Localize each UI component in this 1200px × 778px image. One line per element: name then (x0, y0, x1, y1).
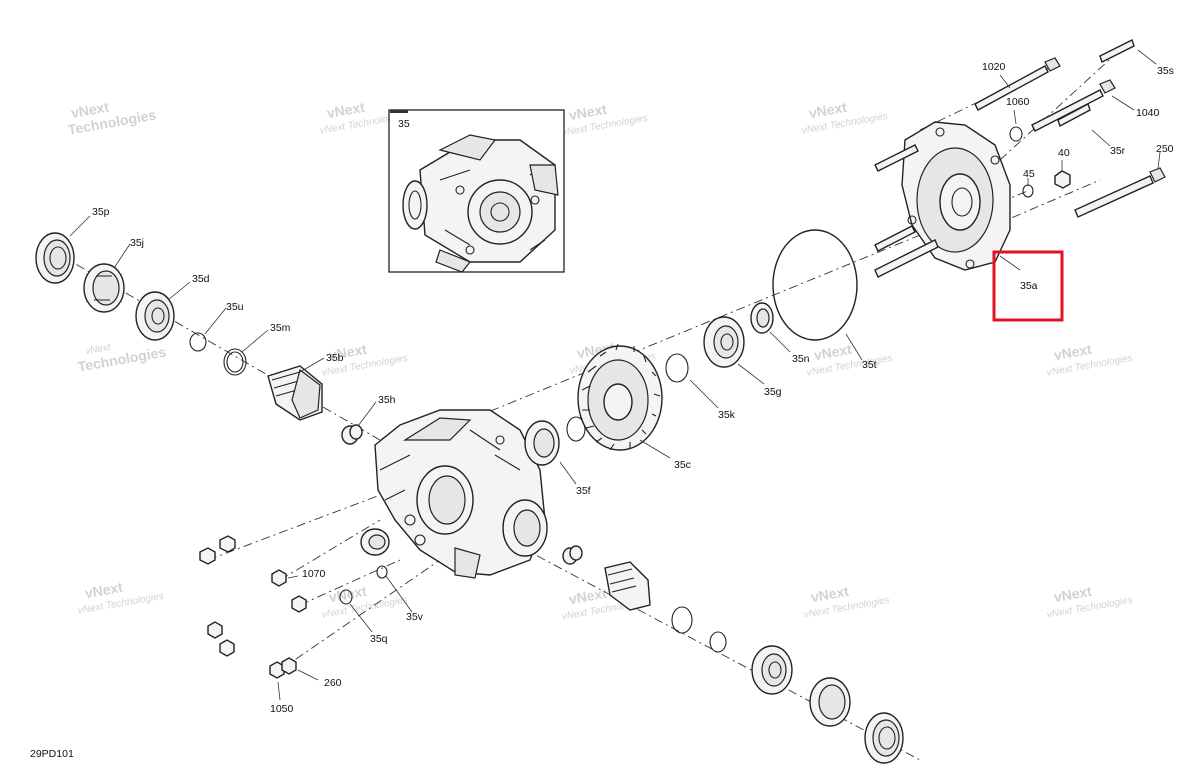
bearing-lower (751, 645, 793, 695)
svg-text:vNext: vNext (326, 99, 367, 121)
nut-40 (1054, 170, 1071, 189)
label-35b: 35b (326, 352, 344, 364)
washer-45 (1022, 184, 1034, 198)
stud-axis-4 (279, 559, 441, 671)
ring-gear-35c (577, 343, 663, 451)
bushing-35h (341, 424, 363, 445)
label-250: 250 (1156, 143, 1174, 155)
watermark: vNext Technologies (67, 99, 158, 138)
label-35m: 35m (270, 322, 291, 334)
svg-text:vNext: vNext (813, 341, 854, 363)
svg-text:vNext: vNext (810, 583, 851, 605)
watermark: vNext vNext Technologies (803, 583, 890, 621)
label-1050: 1050 (270, 703, 294, 715)
label-35v: 35v (406, 611, 424, 623)
label-35t: 35t (862, 359, 877, 371)
watermark: vNext vNext Technologies (806, 341, 893, 379)
bearing-35f (524, 420, 560, 466)
label-1070: 1070 (302, 568, 326, 580)
pinion-35b (267, 365, 323, 421)
washer-1060 (1009, 126, 1023, 142)
shim-lower-2 (709, 631, 727, 653)
lower-axis-line (469, 519, 921, 761)
watermark: vNext vNext Technologies (77, 579, 164, 617)
label-35d: 35d (192, 273, 210, 285)
svg-text:vNext: vNext (84, 342, 112, 357)
oring-35t (772, 229, 858, 341)
label-35h: 35h (378, 394, 396, 406)
nuts (199, 535, 307, 679)
bushing-lower (562, 545, 583, 565)
label-35c: 35c (674, 459, 691, 471)
watermark: vNext vNext Technologies (1046, 341, 1133, 379)
seal-lower (864, 712, 904, 764)
svg-text:vNext: vNext (328, 341, 369, 363)
label-35s: 35s (1157, 65, 1174, 77)
stud-axis-2 (279, 519, 381, 581)
shim-35m (223, 348, 247, 376)
svg-text:vNext: vNext (84, 579, 125, 601)
cover-35a (901, 121, 1011, 271)
callout-labels: 35p 35j 35d 35u 35m 35b 35h 35f 35c 35k … (92, 61, 1174, 715)
svg-text:vNext: vNext (568, 101, 609, 123)
bolt-axis-3 (919, 64, 1056, 131)
assembly-inset: 35 (388, 109, 565, 273)
bearing-35g (703, 316, 745, 368)
svg-text:vNext: vNext (70, 99, 111, 121)
main-axis-line (419, 189, 1031, 441)
watermark: vNext vNext Technologies (561, 101, 648, 139)
housing (374, 409, 548, 579)
inset-marker (390, 110, 408, 113)
watermark: vNext vNext Technologies (801, 99, 888, 137)
bearing-35d (135, 291, 175, 341)
label-45: 45 (1023, 168, 1035, 180)
ring-35j (83, 263, 125, 313)
label-35q: 35q (370, 633, 388, 645)
label-1060: 1060 (1006, 96, 1030, 108)
oring-35v (376, 565, 388, 579)
seal-left-small (360, 528, 390, 556)
label-35k: 35k (718, 409, 736, 421)
label-35g: 35g (764, 386, 782, 398)
label-1020: 1020 (982, 61, 1006, 73)
label-35: 35 (398, 118, 410, 130)
shim-lower-1 (671, 606, 693, 634)
highlight-box (992, 250, 1064, 322)
svg-text:vNext: vNext (568, 585, 609, 607)
label-35u: 35u (226, 301, 244, 313)
svg-text:vNext: vNext (808, 99, 849, 121)
shim-35f (566, 416, 586, 442)
shim-35k (665, 353, 689, 383)
pinion-lower (604, 561, 651, 611)
diagram-code: 29PD101 (30, 748, 74, 760)
label-260: 260 (324, 677, 342, 689)
leader-lines (69, 49, 1161, 701)
seal-35p (35, 232, 75, 284)
label-35j: 35j (130, 237, 144, 249)
bolts (874, 39, 1166, 278)
label-35n: 35n (792, 353, 810, 365)
label-35p: 35p (92, 206, 110, 218)
differential-assembly-thumbnail (402, 134, 559, 273)
bolt-axis-1 (999, 49, 1121, 161)
label-1040: 1040 (1136, 107, 1160, 119)
seal-35n (750, 302, 774, 334)
circlip-35u (189, 332, 207, 352)
svg-text:vNext: vNext (1053, 341, 1094, 363)
oring-35q (339, 589, 353, 605)
watermark: vNext vNext Technologies (1046, 583, 1133, 621)
ring-lower (809, 677, 851, 727)
watermark: vNext vNext Technologies (321, 583, 408, 621)
label-35a: 35a (1020, 280, 1038, 292)
label-35f: 35f (576, 485, 591, 497)
label-40: 40 (1058, 147, 1070, 159)
label-35r: 35r (1110, 145, 1126, 157)
svg-text:vNext: vNext (1053, 583, 1094, 605)
